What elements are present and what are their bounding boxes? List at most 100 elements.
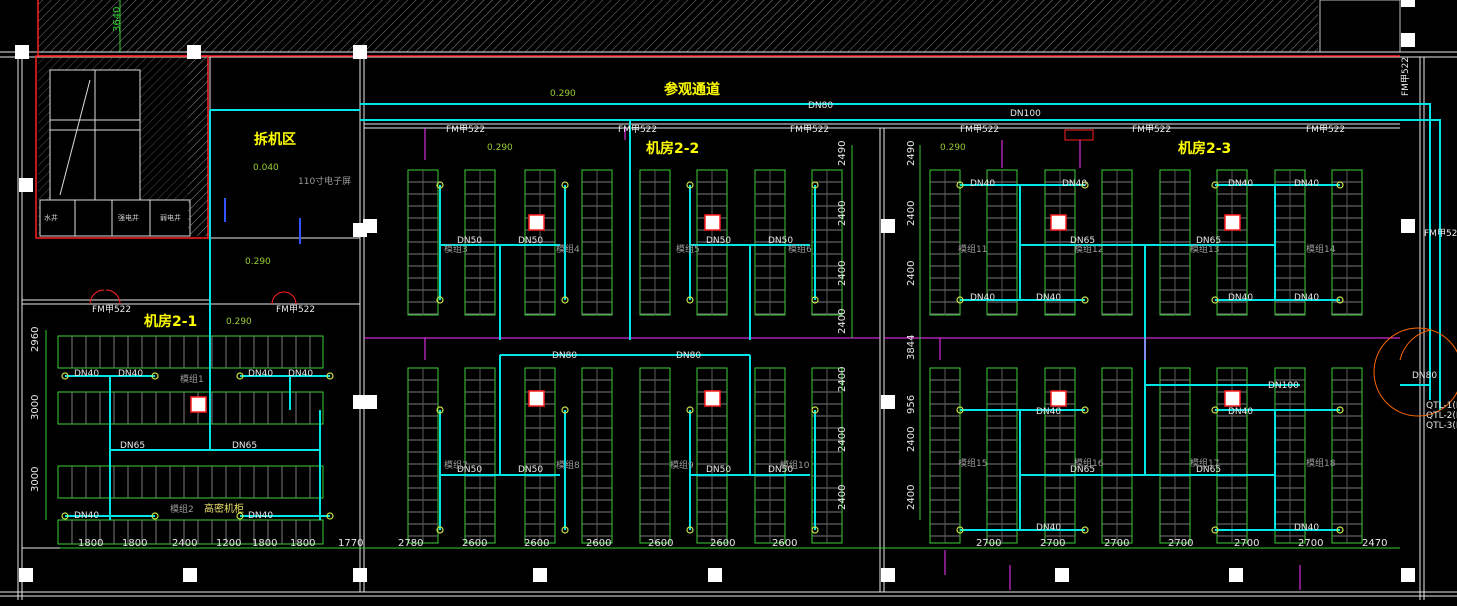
module-label: 模组6	[788, 243, 812, 255]
sprinkler-head	[436, 296, 444, 304]
sprinkler-head	[561, 406, 569, 414]
pressure-label: 0.290	[226, 317, 252, 327]
dim-vertical: 2490	[837, 141, 848, 166]
pipe-label: DN40	[1036, 523, 1061, 533]
unpack-zone-label: 拆机区	[254, 131, 296, 148]
pressure-label: 0.040	[253, 163, 279, 173]
pipe-label: DN100	[1268, 381, 1299, 391]
cabinet-rows	[57, 169, 1363, 545]
structural-column	[1055, 568, 1069, 582]
pipe-label: DN80	[552, 351, 577, 361]
pipe-label: DN40	[1036, 407, 1061, 417]
room-2-3-label: 机房2-3	[1178, 140, 1231, 157]
pipe-label: DN40	[1062, 179, 1087, 189]
pressure-label: 0.290	[245, 257, 271, 267]
pipe-label: DN50	[706, 236, 731, 246]
structural-column	[363, 395, 377, 409]
door-label: FM甲522	[1132, 124, 1171, 135]
sprinkler-head	[561, 296, 569, 304]
dim-bottom: 2600	[648, 538, 673, 549]
structural-column	[363, 219, 377, 233]
structural-column	[1401, 0, 1415, 7]
cabinet-marker	[704, 390, 721, 407]
sprinkler-head	[956, 296, 964, 304]
cabinet-row	[57, 519, 324, 545]
sprinkler-head	[686, 526, 694, 534]
dim-vertical: 2400	[837, 201, 848, 226]
pipe-label: DN40	[248, 369, 273, 379]
module-label: 模组16	[1074, 457, 1104, 469]
cabinet-marker	[1050, 390, 1067, 407]
pipe-label: DN40	[248, 511, 273, 521]
stair-left-label: 水井	[44, 213, 58, 222]
pipe-label: DN40	[970, 179, 995, 189]
door-label: FM甲522	[1424, 228, 1457, 239]
sprinkler-head	[811, 406, 819, 414]
dim-bottom: 1800	[290, 538, 315, 549]
structural-column	[353, 45, 367, 59]
dim-bottom: 2600	[772, 538, 797, 549]
pipe-label: DN50	[706, 465, 731, 475]
sprinkler-head	[61, 512, 69, 520]
cabinet-marker	[1224, 214, 1241, 231]
pipe-label: DN40	[288, 369, 313, 379]
doors	[89, 129, 1457, 417]
dim-bottom: 2400	[172, 538, 197, 549]
legend-item: QTL-3(DN1	[1426, 421, 1457, 431]
cabinet-row	[57, 465, 324, 499]
door-label: FM甲522	[92, 304, 131, 315]
module-label: 模组5	[676, 243, 700, 255]
cabinet-row	[57, 391, 324, 425]
legend-item: QTL-2(DN1	[1426, 411, 1457, 421]
dim-bottom: 1770	[338, 538, 363, 549]
structural-column	[1401, 219, 1415, 233]
vertical-door-label: FM甲522	[1400, 57, 1411, 96]
pipe-label: DN40	[1294, 179, 1319, 189]
dim-vertical: 3000	[30, 467, 41, 492]
pipe-label: DN50	[518, 465, 543, 475]
pipe-label: DN80	[676, 351, 701, 361]
door-label: FM甲522	[446, 124, 485, 135]
pipe-label: DN40	[74, 369, 99, 379]
stair-right-label: 弱电井	[160, 213, 181, 222]
outer-walls	[0, 52, 1457, 600]
module-label: 模组17	[1190, 457, 1219, 469]
sprinkler-head	[1336, 181, 1344, 189]
sprinkler-head	[151, 372, 159, 380]
pipe-label: DN50	[457, 236, 482, 246]
structural-column	[533, 568, 547, 582]
pipe-label: DN65	[1070, 236, 1095, 246]
high-density-label: 高密机柜	[204, 502, 244, 515]
structural-column	[353, 568, 367, 582]
sprinkler-head	[686, 181, 694, 189]
door-label: FM甲522	[276, 304, 315, 315]
module-label: 模组7	[444, 459, 468, 471]
sprinkler-head	[1211, 526, 1219, 534]
structural-column	[881, 219, 895, 233]
sprinkler-pipes	[65, 103, 1441, 531]
sprinkler-head	[811, 296, 819, 304]
tv-wall-label: 110寸电子屏	[298, 175, 351, 187]
dim-bottom: 2600	[586, 538, 611, 549]
cabinet-row	[57, 335, 324, 369]
module-label: 模组1	[180, 373, 204, 385]
vertical-dimension-lines	[45, 145, 921, 520]
module-label: 模组9	[670, 459, 694, 471]
dim-vertical: 2490	[906, 141, 917, 166]
structural-columns	[15, 0, 1415, 582]
pipe-label: DN65	[1196, 236, 1221, 246]
module-label: 模组18	[1306, 457, 1336, 469]
cabinet-marker	[704, 214, 721, 231]
cabinet-marker	[190, 396, 207, 413]
magenta-lines	[424, 128, 1301, 590]
door-label: FM甲522	[960, 124, 999, 135]
sprinkler-head	[1336, 526, 1344, 534]
corridor-label: 参观通道	[664, 81, 720, 98]
dim-vertical: 3844	[906, 335, 917, 360]
pipe-label: DN40	[1228, 293, 1253, 303]
pipe-label: DN50	[457, 465, 482, 475]
structural-column	[881, 568, 895, 582]
pipe-label: DN65	[232, 441, 257, 451]
sprinkler-head	[1081, 406, 1089, 414]
module-label: 模组12	[1074, 243, 1103, 255]
